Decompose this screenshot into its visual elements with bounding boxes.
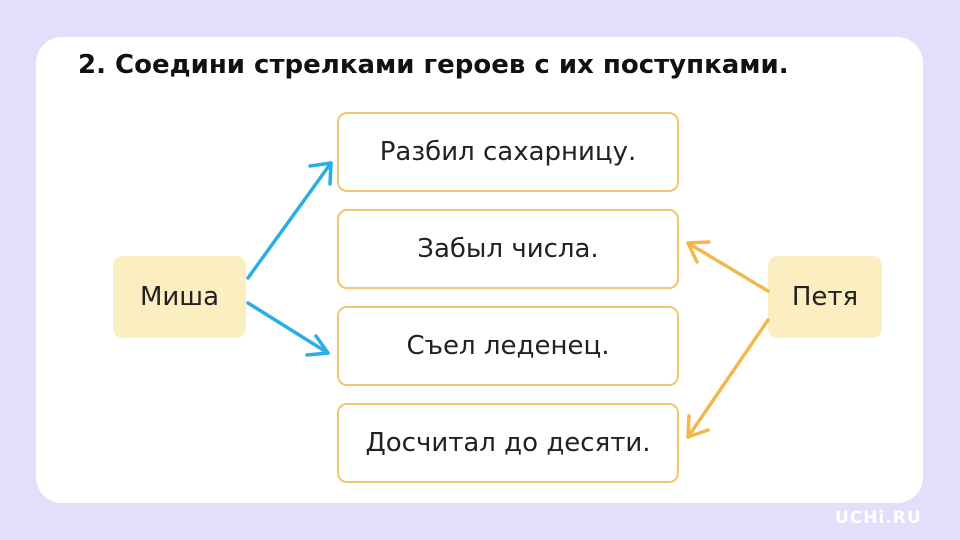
arrow-misha-to-action-1 — [246, 161, 333, 280]
action-box-3[interactable]: Съел леденец. — [337, 306, 679, 386]
arrow-petya-to-action-4 — [686, 318, 770, 439]
action-box-2[interactable]: Забыл числа. — [337, 209, 679, 289]
arrow-misha-to-action-3 — [246, 301, 330, 357]
action-box-1[interactable]: Разбил сахарницу. — [337, 112, 679, 192]
action-box-4[interactable]: Досчитал до десяти. — [337, 403, 679, 483]
brand-logo: UCHi.RU — [835, 508, 922, 528]
hero-petya[interactable]: Петя — [768, 256, 882, 338]
hero-misha[interactable]: Миша — [113, 256, 246, 338]
task-title: 2. Соедини стрелками героев с их поступк… — [78, 50, 789, 80]
arrow-petya-to-action-2 — [686, 240, 770, 293]
